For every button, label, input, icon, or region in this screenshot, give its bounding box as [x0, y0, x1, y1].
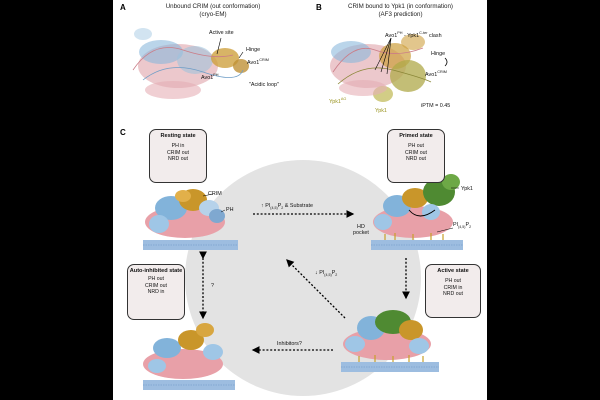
state-box-active: Active state PH out CRIM in NRD out — [425, 264, 481, 318]
label-avo1-crim-b: Avo1CRIM — [425, 70, 447, 78]
state-autoinhibited-line-2: CRIM out — [145, 282, 167, 289]
label-avo1-crim-a: Avo1CRIM — [247, 58, 269, 66]
state-primed-line-1: PH out — [408, 143, 424, 150]
state-box-autoinhibited: Auto-inhibited state PH out CRIM out NRD… — [127, 264, 185, 320]
label-active-site: Active site — [209, 30, 234, 36]
state-autoinhibited-line-3: NRD in — [147, 289, 165, 296]
panel-b-title: CRIM bound to Ypk1 (in conformation) — [347, 3, 453, 10]
state-primed-title: Primed state — [399, 133, 433, 139]
panel-a-header: Unbound CRIM (out conformation) (cryo-EM… — [143, 3, 283, 19]
state-active-title: Active state — [437, 268, 469, 274]
panel-a-structure — [132, 28, 249, 99]
figure-panel: A B C Unbound CRIM (out conformation) (c… — [113, 0, 487, 400]
state-resting-line-1: PH in — [171, 143, 185, 150]
panel-b-letter: B — [316, 3, 322, 12]
label-acidic-loop: "Acidic loop" — [249, 82, 279, 88]
panel-a-title: Unbound CRIM (out conformation) — [165, 3, 261, 10]
state-box-primed: Primed state PH out CRIM out NRD out — [387, 129, 445, 183]
membrane-autoinhibited — [143, 380, 235, 390]
state-active-line-1: PH out — [445, 278, 461, 285]
state-primed-line-3: NRD out — [406, 156, 426, 163]
label-pi45p2-primed: PI(4,5)P2 — [453, 222, 472, 230]
state-active-line-3: NRD out — [443, 291, 463, 298]
complex-primed — [373, 174, 460, 240]
panel-a-letter: A — [120, 3, 126, 12]
label-inhibitors: Inhibitors? — [277, 341, 302, 347]
state-primed-line-2: CRIM out — [405, 149, 427, 156]
label-ypk1-ag: Ypk1AG — [329, 97, 347, 105]
membrane-resting — [143, 240, 238, 250]
panel-b-structure — [330, 34, 432, 102]
label-crim-c: CRIM — [208, 191, 222, 197]
complex-autoinhibited — [143, 323, 223, 379]
state-resting-line-2: CRIM out — [167, 149, 189, 156]
label-pi45p2-substrate: ↑ PI(4,5)P2 & Substrate — [261, 203, 313, 211]
figure-graphics — [132, 28, 463, 396]
label-ph-c: PH — [226, 207, 234, 213]
state-autoinhibited-line-1: PH out — [148, 276, 164, 283]
label-iptm: iPTM = 0.45 — [421, 103, 451, 109]
label-ypk1-b: Ypk1 — [375, 108, 387, 114]
membrane-active — [341, 362, 439, 372]
state-active-line-2: CRIM in — [443, 284, 463, 291]
membrane-primed — [371, 240, 463, 250]
state-resting-line-3: NRD out — [168, 156, 188, 163]
panel-b-header: CRIM bound to Ypk1 (in conformation) (AF… — [323, 3, 478, 19]
panel-b-subtitle: (AF3 prediction) — [378, 11, 423, 18]
complex-active — [343, 310, 431, 362]
label-question: ? — [211, 283, 214, 289]
label-pi45p2-decrease: ↓ PI(4,5)P2 — [315, 270, 338, 278]
label-clash: Avo1PH - Ypk1C-ter clash — [385, 31, 442, 39]
label-ypk1-c: Ypk1 — [461, 186, 473, 192]
panel-a-subtitle: (cryo-EM) — [199, 11, 227, 18]
label-hinge-a: Hinge — [246, 47, 261, 53]
label-hinge-b: Hinge — [431, 51, 446, 57]
state-box-resting: Resting state PH in CRIM out NRD out — [149, 129, 207, 183]
complex-resting — [145, 189, 225, 238]
state-autoinhibited-title: Auto-inhibited state — [129, 268, 183, 274]
label-avo1-ph-a: Avo1PH — [201, 73, 219, 81]
state-resting-title: Resting state — [160, 133, 196, 139]
panel-c-letter: C — [120, 128, 126, 137]
